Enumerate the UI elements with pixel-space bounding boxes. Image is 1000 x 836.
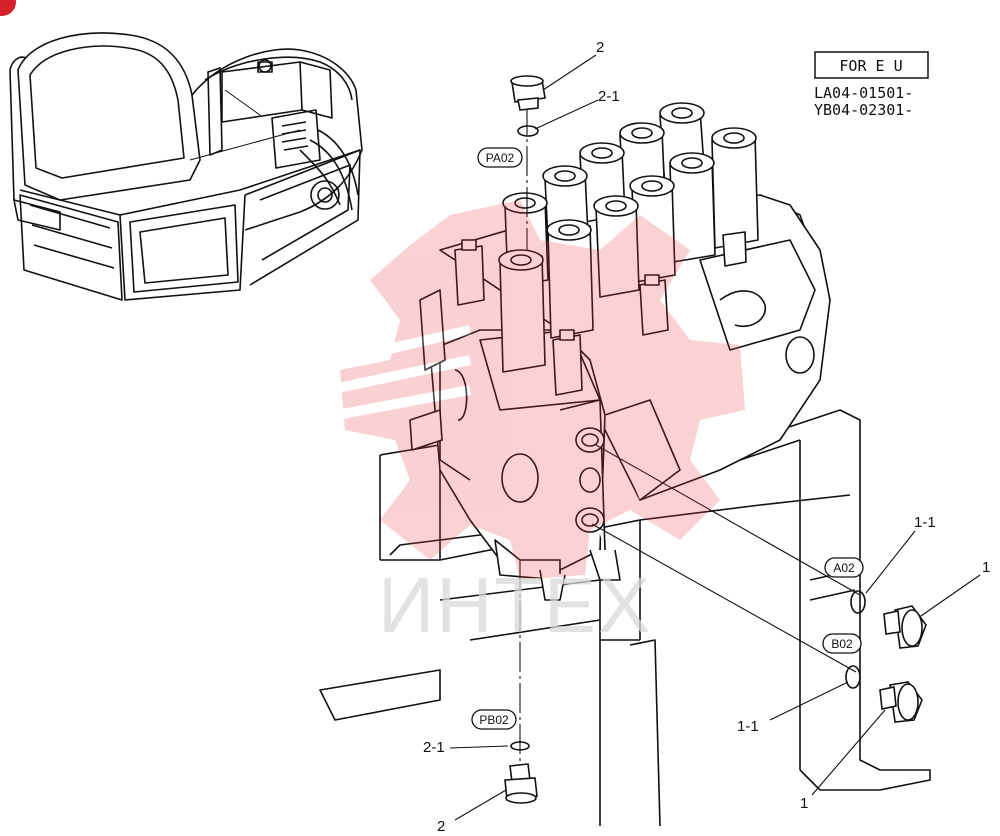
port-label-pb02: PB02 [471,709,517,730]
port-label-pa02-text: PA02 [486,151,515,165]
callout-plug-b02: 1 [800,795,808,812]
serial-range-1: LA04-01501- [814,84,913,102]
port-label-a02: A02 [824,557,864,578]
machine-overview-illustration [9,32,363,301]
callout-oring-top: 2-1 [598,88,620,105]
oring-top [517,125,539,137]
port-label-pb02-text: PB02 [479,713,509,727]
port-label-a02-text: A02 [833,561,855,575]
corner-badge [0,0,16,16]
watermark-text: ИНТЕХ [378,561,652,649]
serial-range-2: YB04-02301- [814,101,913,119]
control-valve-assembly [409,102,831,601]
valve-spool-caps [454,102,759,396]
oring-b02 [845,665,861,689]
port-label-pa02: PA02 [477,147,523,168]
plug-top [510,75,546,111]
callout-plug-top: 2 [596,39,604,56]
callout-oring-bottom: 2-1 [423,739,445,756]
callout-oring-a02: 1-1 [914,514,936,531]
watermark-gear-logo [340,200,745,580]
plug-bottom [504,763,538,804]
callout-plug-bottom: 2 [437,818,445,835]
leader-lines [449,54,981,821]
oring-a02 [850,590,866,614]
plug-a02 [883,605,927,649]
port-label-b02-text: B02 [831,637,853,651]
port-label-b02: B02 [822,633,862,654]
applicability-note: FOR E U LA04-01501- YB04-02301- [814,51,929,119]
callout-plug-a02: 1 [982,559,990,576]
plug-b02 [879,681,923,723]
callout-oring-b02: 1-1 [737,718,759,735]
intech-watermark [298,200,745,580]
oring-bottom [510,741,530,751]
region-label: FOR E U [839,57,902,75]
